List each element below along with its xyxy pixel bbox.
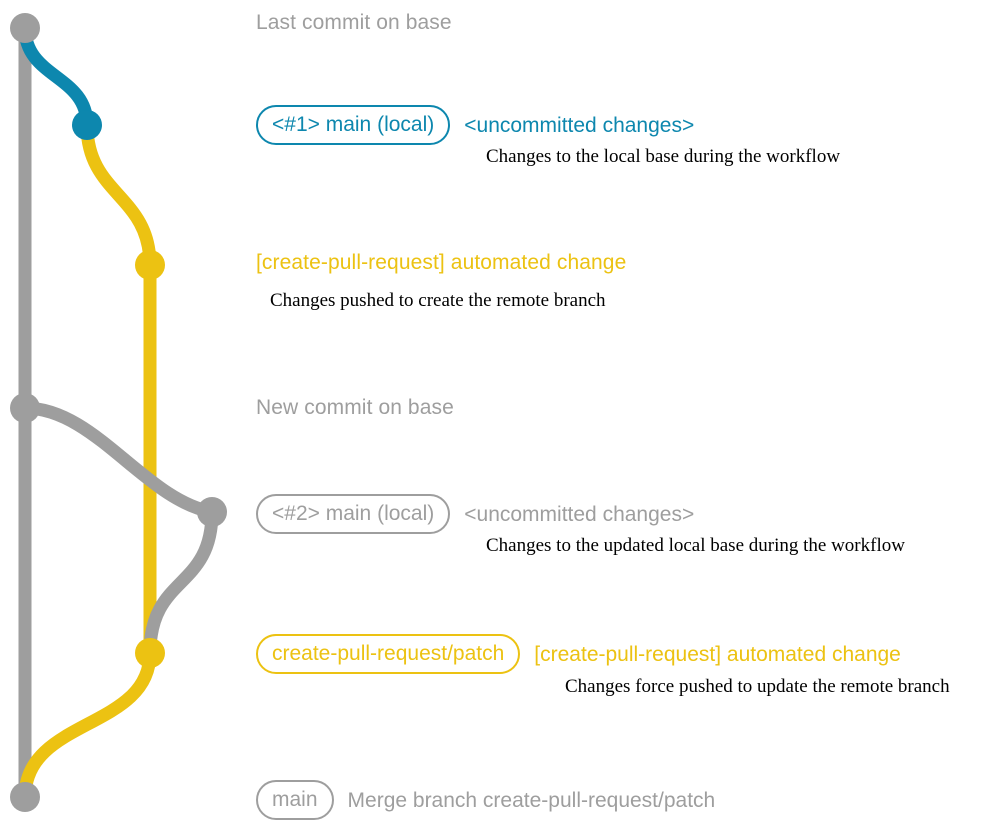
commit-message-local-2: <uncommitted changes> xyxy=(464,502,695,526)
graph-edge-blue-branch xyxy=(18,21,94,132)
commit-headline-new-commit-on-base: New commit on base xyxy=(256,396,454,419)
graph-edge-yellow-merge xyxy=(18,646,157,804)
commit-description-local-2: Changes to the updated local base during… xyxy=(486,535,905,556)
graph-node-automated-change-1[interactable] xyxy=(135,250,165,280)
commit-message-automated-change-2: [create-pull-request] automated change xyxy=(534,642,901,666)
graph-node-last-commit-on-base[interactable] xyxy=(10,13,40,43)
row-new-commit-on-base: New commit on base xyxy=(256,397,454,418)
row-local-2: <#2> main (local) <uncommitted changes> xyxy=(256,494,694,534)
commit-message-merge-main: Merge branch create-pull-request/patch xyxy=(347,788,716,812)
row-automated-change-1: [create-pull-request] automated change xyxy=(256,252,626,273)
branch-badge-local-1[interactable]: <#1> main (local) xyxy=(256,105,451,145)
commit-description-local-1: Changes to the local base during the wor… xyxy=(486,146,841,167)
commit-headline-automated-change-1: [create-pull-request] automated change xyxy=(256,251,627,274)
commit-description-automated-change-2: Changes force pushed to update the remot… xyxy=(565,676,950,697)
graph-edge-gray-side-out xyxy=(143,505,219,660)
row-merge-main: main Merge branch create-pull-request/pa… xyxy=(256,780,715,820)
row-last-commit-on-base: Last commit on base xyxy=(256,12,452,33)
commit-message-local-1: <uncommitted changes> xyxy=(464,113,695,137)
branch-badge-create-pull-request-patch[interactable]: create-pull-request/patch xyxy=(256,634,521,674)
branch-badge-main[interactable]: main xyxy=(256,780,334,820)
row-local-1: <#1> main (local) <uncommitted changes> xyxy=(256,105,694,145)
graph-node-local-2[interactable] xyxy=(197,497,227,527)
graph-node-new-commit-on-base[interactable] xyxy=(10,393,40,423)
graph-edge-gray-side-in xyxy=(18,401,219,519)
graph-node-merge-main[interactable] xyxy=(10,782,40,812)
commit-headline: Last commit on base xyxy=(256,11,452,34)
commit-description-automated-change-1: Changes pushed to create the remote bran… xyxy=(270,290,606,311)
row-automated-change-2: create-pull-request/patch [create-pull-r… xyxy=(256,634,901,674)
graph-node-automated-change-2[interactable] xyxy=(135,638,165,668)
branch-badge-local-2[interactable]: <#2> main (local) xyxy=(256,494,451,534)
graph-edge-yellow-from-blue xyxy=(80,118,157,272)
graph-node-local-1[interactable] xyxy=(72,110,102,140)
